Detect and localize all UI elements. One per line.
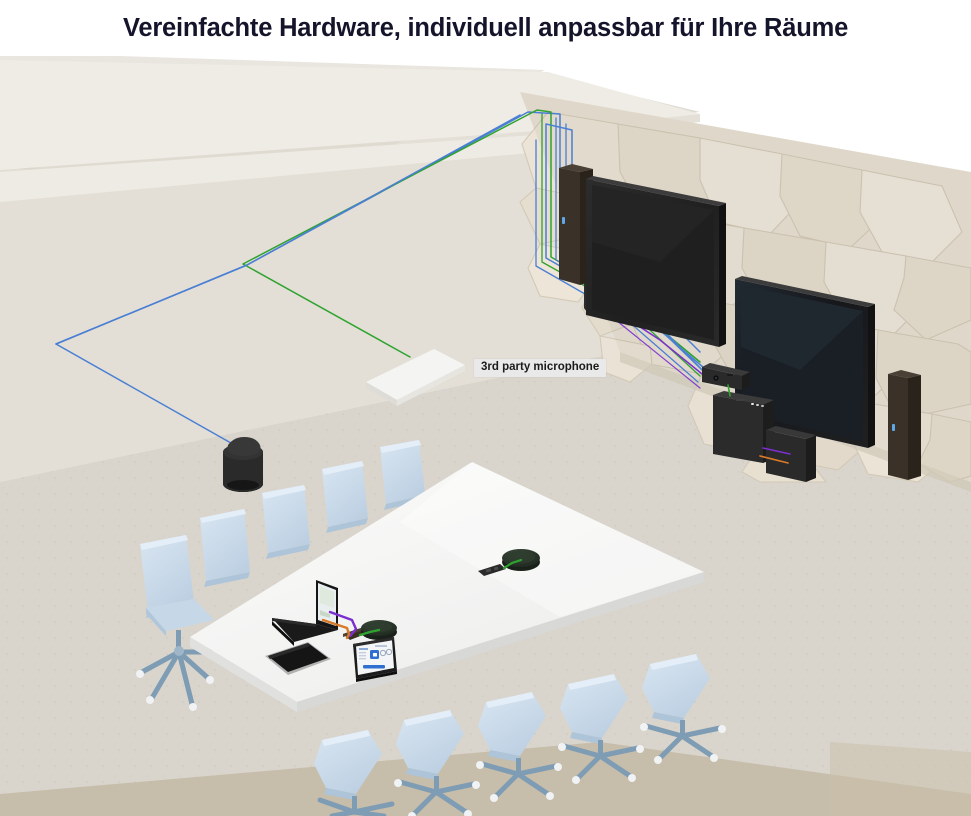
ceiling-soffit [0,60,700,170]
wall-devices [559,164,921,482]
wall-speaker-right [888,370,921,480]
floor-right-edge [830,742,971,816]
chair-row-front [314,654,726,816]
cable-orange-laptop-to-hub [321,618,351,640]
chair-left-1 [136,535,220,711]
laptop [272,580,338,646]
display-primary [586,176,726,347]
table-edge-front [190,637,297,712]
cable-orange-compute-to-aux [759,455,789,464]
page-title: Vereinfachte Hardware, individuell anpas… [0,0,971,56]
chair-row-left [136,440,425,711]
touch-controller [353,637,397,682]
wall-speaker-left-led [562,217,565,224]
chair-left-3 [262,485,310,559]
table-devices [265,549,540,682]
chair-left-1-base [139,649,217,707]
chair-front-5 [640,654,726,764]
cable-blue-loop-left [55,114,521,345]
chair-front-2 [394,710,480,816]
conference-room-diagram: 3rd party microphone [0,52,971,816]
compute-unit-leds [751,403,764,407]
chair-front-4 [558,674,644,784]
ceiling-microphone-tile [366,349,465,406]
cable-blue-strand-c [535,139,699,383]
third-party-microphone-label: 3rd party microphone [474,359,607,377]
wall-speaker-right-led [892,424,895,431]
aux-box [766,426,816,482]
conference-table [190,462,704,712]
table-mat [265,642,331,675]
camera-bar [702,363,750,390]
ceiling-speaker-left-cap [227,437,261,456]
cable-green-camera-to-compute [727,384,731,397]
cable-green-hub-to-mic [358,628,381,637]
compute-unit [713,391,774,463]
ceiling-speaker-left [223,437,263,492]
cable-purple-compute-to-aux [762,447,791,455]
chair-front-3 [476,692,562,802]
floor-front-edge [0,742,971,816]
chair-front-1 [314,730,395,816]
table-edge-right [297,572,704,712]
cable-green-center-mic [502,558,523,570]
chair-left-4 [322,461,368,533]
table-top [190,462,704,702]
cable-purple-laptop-to-hub [328,610,358,638]
chair-left-2 [200,509,250,587]
ceiling-face-hi [0,134,548,202]
connector-plate-center [478,564,506,576]
